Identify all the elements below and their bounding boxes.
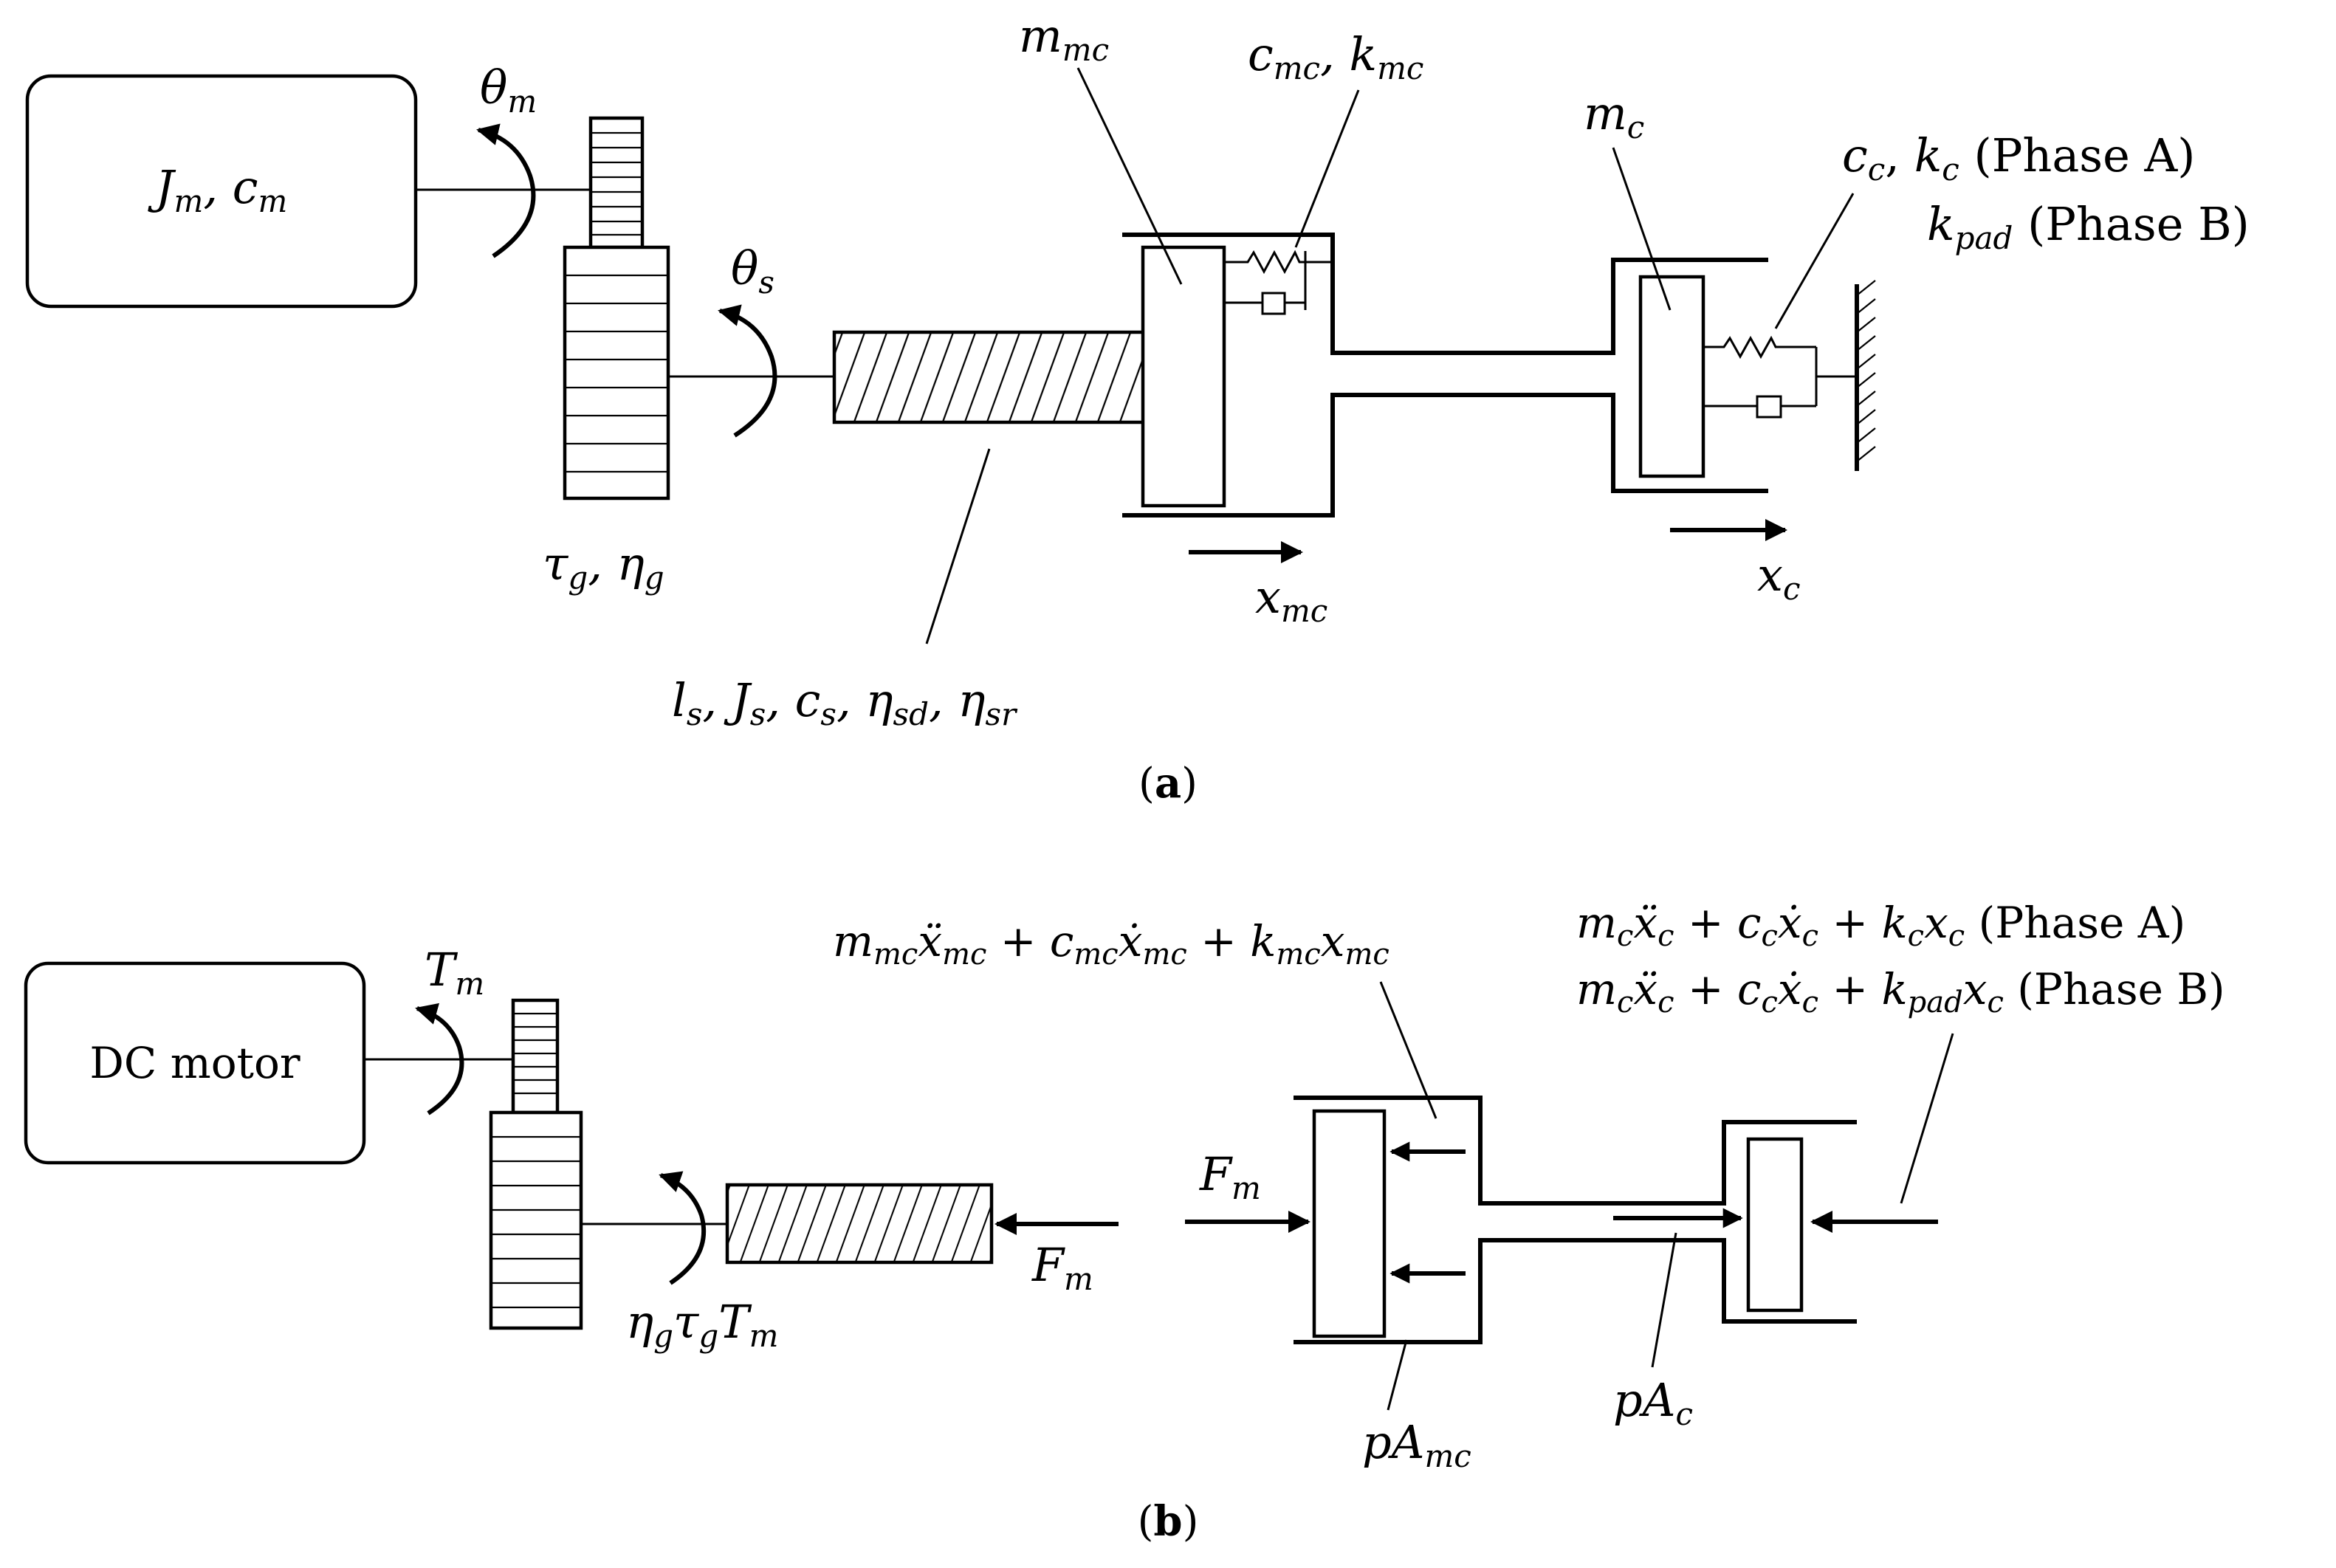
x-c-label: xc: [1757, 548, 1801, 607]
caliper-b: [1746, 1137, 1804, 1313]
motor-block-a: [25, 74, 418, 309]
ball-screw-a: [832, 330, 1147, 424]
caliper-eq-b-label: mcẍc + ccẋc + kpadxc (Phase B): [1576, 964, 2225, 1019]
master-cylinder-b: [1294, 1096, 1857, 1344]
kpad-phase-b-label: kpad (Phase B): [1927, 197, 2250, 256]
theta-m-label: θm: [480, 61, 537, 120]
dc-motor-label: DC motor: [89, 1038, 300, 1088]
rotation-arrow-theta-m: [476, 123, 536, 258]
master-cylinder-a: [1122, 233, 1768, 517]
Tm-label: Tm: [425, 943, 484, 1002]
rotation-arrow-torque: [659, 1171, 707, 1285]
m-mc-label: mmc: [1019, 9, 1109, 68]
screw-label-a: ls, Js, cs, ηsd, ηsr: [672, 673, 1018, 732]
pA-mc-label: pAmc: [1362, 1415, 1471, 1474]
Fm-piston-label: Fm: [1199, 1147, 1261, 1206]
large-gear-a: [563, 245, 670, 501]
panel-a: Jm, cm θm τg, ηg: [25, 9, 2250, 808]
pinion-gear-b: [511, 998, 560, 1115]
large-gear-b: [489, 1110, 583, 1330]
m-c-label: mc: [1584, 86, 1644, 145]
torque-label: ηgτgTm: [626, 1295, 778, 1354]
caliper-eq-a-label: mcẍc + ccẋc + kcxc (Phase A): [1576, 898, 2185, 953]
gear-label-a: τg, ηg: [543, 537, 664, 596]
Fm-screw-label: Fm: [1031, 1238, 1093, 1297]
rotation-arrow-theta-s: [718, 304, 777, 438]
cc-kc-phase-a-label: cc, kc (Phase A): [1842, 128, 2195, 188]
c-mc-k-mc-label: cmc, kmc: [1248, 27, 1423, 86]
ball-screw-b: [725, 1183, 994, 1265]
dc-motor-block: [24, 961, 366, 1165]
caption-b: (b): [1138, 1497, 1199, 1546]
rotation-arrow-Tm: [415, 1003, 464, 1115]
x-mc-label: xmc: [1255, 570, 1327, 629]
panel-b: DC motor Tm ηgτgTm Fm: [24, 898, 2225, 1546]
master-eq-label: mmcẍmc + cmcẋmc + kmcxmc: [833, 916, 1389, 972]
caliper-a: [1638, 275, 1876, 478]
caption-a: (a): [1138, 759, 1198, 808]
pA-c-label: pAc: [1613, 1373, 1693, 1432]
pinion-gear-a: [588, 116, 645, 250]
theta-s-label: θs: [731, 241, 774, 300]
